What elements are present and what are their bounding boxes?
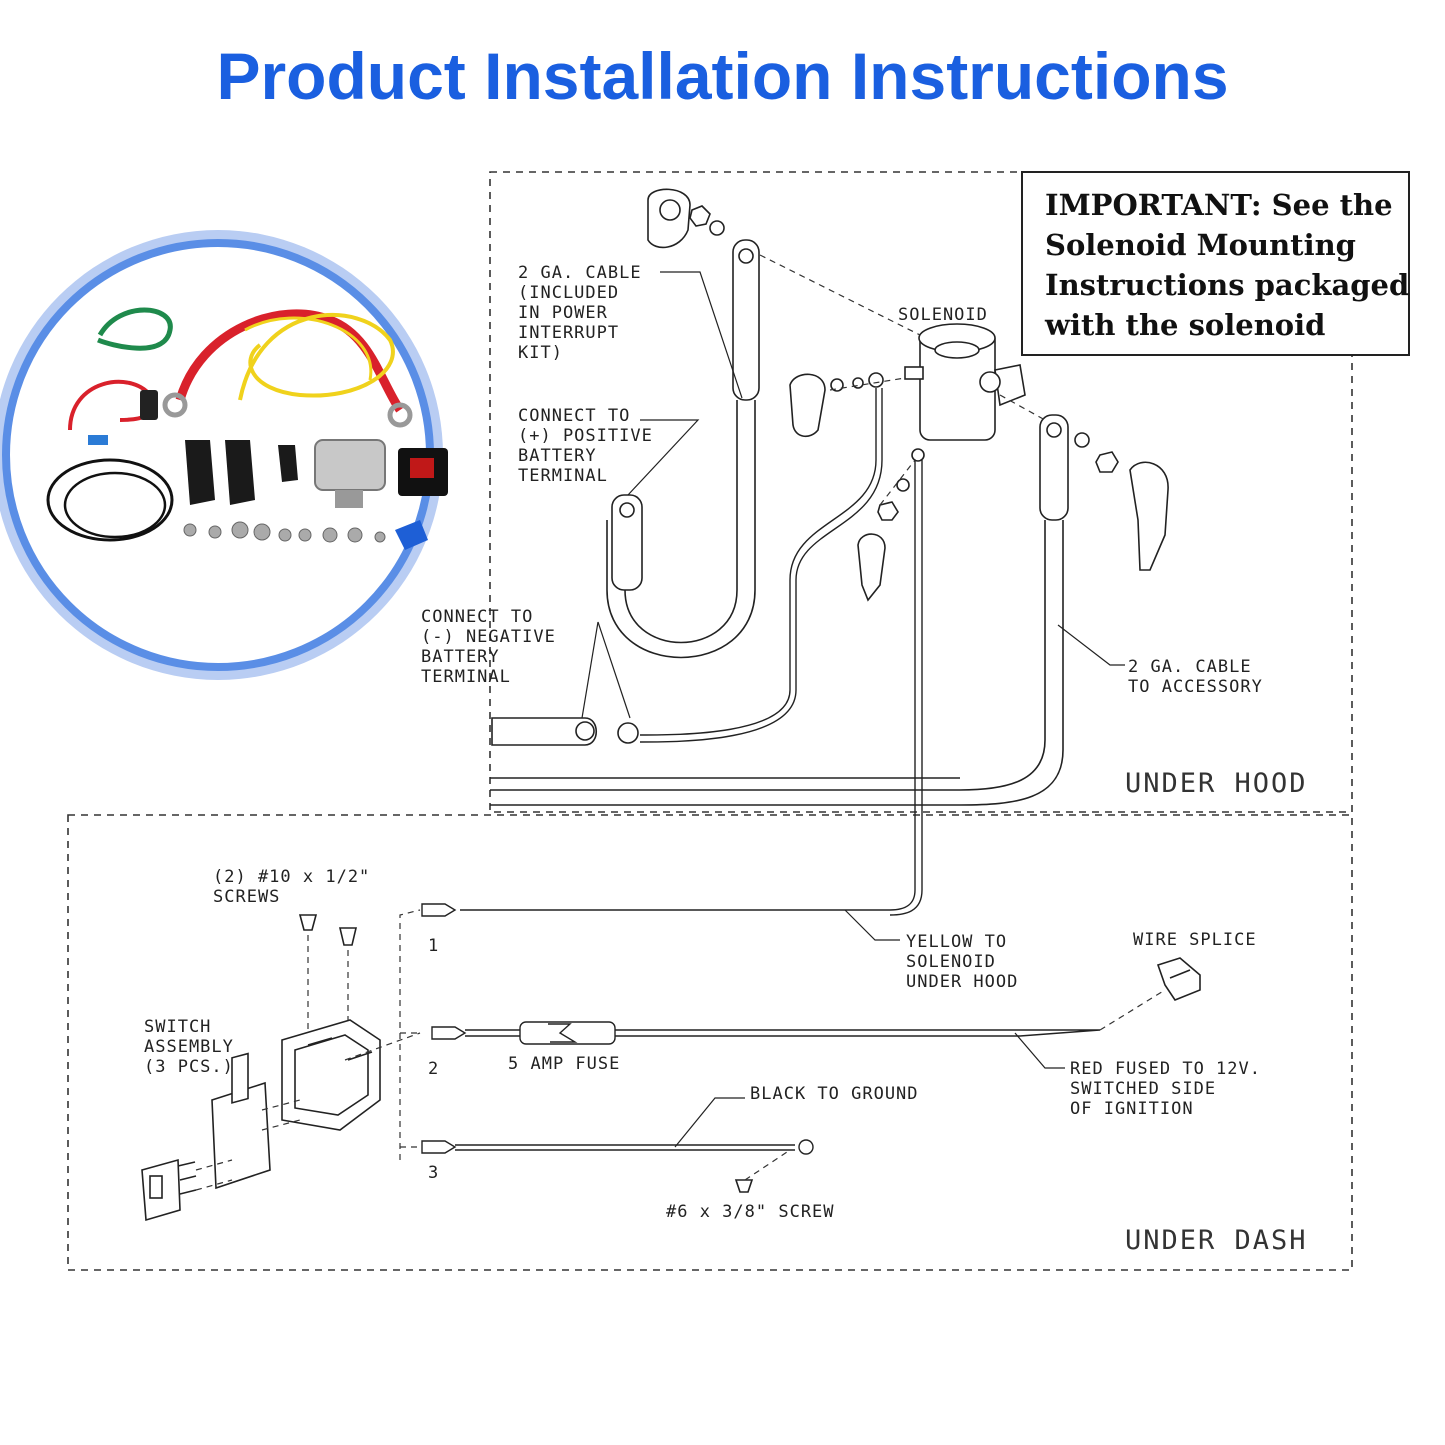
wire-1-yellow xyxy=(421,903,457,917)
top-boot xyxy=(647,188,725,249)
label-fuse: 5 AMP FUSE xyxy=(508,1054,620,1074)
solenoid-terminal-parts xyxy=(857,448,925,602)
label-switch-assembly: SWITCH ASSEMBLY (3 PCS.) xyxy=(144,1017,234,1077)
svg-text:(2) #10 x 1/2": (2) #10 x 1/2" xyxy=(213,867,370,887)
svg-text:SCREWS: SCREWS xyxy=(213,887,280,907)
label-under-hood: UNDER HOOD xyxy=(1125,768,1308,799)
hood-dashed-guides xyxy=(759,254,1046,506)
negative-battery-terminal xyxy=(491,717,598,746)
wire-splice-icon xyxy=(1156,957,1201,1001)
blue-splice-photo xyxy=(395,520,428,550)
svg-text:2 GA. CABLE: 2 GA. CABLE xyxy=(1128,657,1252,677)
wire-number-1: 1 xyxy=(428,936,439,956)
label-cable-included: 2 GA. CABLE (INCLUDED IN POWER INTERRUPT… xyxy=(518,263,642,363)
hood-leaders xyxy=(581,271,1125,719)
svg-text:RED FUSED TO 12V.: RED FUSED TO 12V. xyxy=(1070,1059,1261,1079)
splice-guide xyxy=(1099,989,1166,1031)
green-wire xyxy=(97,307,173,351)
accessory-cable xyxy=(490,414,1069,806)
black-wire xyxy=(46,458,174,542)
label-wire-splice: WIRE SPLICE xyxy=(1133,930,1257,950)
rocker-switch xyxy=(141,1158,197,1222)
important-note-box: IMPORTANT: See the Solenoid Mounting Ins… xyxy=(1021,171,1410,356)
label-under-dash: UNDER DASH xyxy=(1125,1225,1308,1256)
label-connect-negative: CONNECT TO (-) NEGATIVE BATTERY TERMINAL xyxy=(421,607,556,687)
boot-right xyxy=(225,440,255,505)
label-red-fused: RED FUSED TO 12V. SWITCHED SIDE OF IGNIT… xyxy=(1070,1059,1261,1119)
svg-text:IN POWER: IN POWER xyxy=(518,303,608,323)
switch-bezel xyxy=(211,1052,271,1190)
label-solenoid: SOLENOID xyxy=(898,305,988,325)
svg-text:(-) NEGATIVE: (-) NEGATIVE xyxy=(421,627,556,647)
svg-text:CONNECT TO: CONNECT TO xyxy=(518,406,630,426)
under-hood-zone xyxy=(489,171,1353,813)
svg-text:CONNECT TO: CONNECT TO xyxy=(421,607,533,627)
svg-text:(+) POSITIVE: (+) POSITIVE xyxy=(518,426,653,446)
svg-text:UNDER HOOD: UNDER HOOD xyxy=(906,972,1018,992)
elbow-boot-left xyxy=(789,372,884,438)
svg-text:BATTERY: BATTERY xyxy=(421,647,500,667)
label-yellow: YELLOW TO SOLENOID UNDER HOOD xyxy=(906,932,1018,992)
under-dash-zone xyxy=(67,814,1353,1271)
important-line-3: Instructions packaged xyxy=(1045,268,1409,302)
important-line-4: with the solenoid xyxy=(1044,308,1325,342)
svg-text:ASSEMBLY: ASSEMBLY xyxy=(144,1037,234,1057)
svg-text:SOLENOID: SOLENOID xyxy=(906,952,996,972)
svg-text:INTERRUPT: INTERRUPT xyxy=(518,323,619,343)
yellow-wire xyxy=(238,313,395,401)
svg-text:(3 PCS.): (3 PCS.) xyxy=(144,1057,234,1077)
svg-text:2 GA. CABLE: 2 GA. CABLE xyxy=(518,263,642,283)
svg-text:TERMINAL: TERMINAL xyxy=(421,667,511,687)
svg-text:OF IGNITION: OF IGNITION xyxy=(1070,1099,1194,1119)
svg-text:TO ACCESSORY: TO ACCESSORY xyxy=(1128,677,1263,697)
product-photo xyxy=(0,230,448,680)
wire-number-3: 3 xyxy=(428,1163,439,1183)
screw-icons xyxy=(298,914,754,1193)
switch-housing xyxy=(281,1019,381,1131)
positive-cable xyxy=(606,239,760,659)
dash-leaders xyxy=(674,909,1065,1148)
important-line-2: Solenoid Mounting xyxy=(1045,228,1356,262)
svg-text:BATTERY: BATTERY xyxy=(518,446,597,466)
switch-guides xyxy=(195,909,421,1191)
important-line-1: IMPORTANT: See the xyxy=(1045,188,1393,222)
svg-text:SWITCHED SIDE: SWITCHED SIDE xyxy=(1070,1079,1216,1099)
label-screw-small: #6 x 3/8" SCREW xyxy=(666,1202,835,1222)
wire-2-red xyxy=(431,1021,1101,1045)
solenoid xyxy=(904,323,1026,441)
svg-text:SWITCH: SWITCH xyxy=(144,1017,211,1037)
negative-small-wire xyxy=(639,388,877,736)
label-cable-accessory: 2 GA. CABLE TO ACCESSORY xyxy=(1128,657,1263,697)
svg-text:YELLOW TO: YELLOW TO xyxy=(906,932,1007,952)
wire-3-black xyxy=(421,1139,814,1155)
label-connect-positive: CONNECT TO (+) POSITIVE BATTERY TERMINAL xyxy=(518,406,653,486)
label-screws: (2) #10 x 1/2" SCREWS xyxy=(213,867,370,907)
right-boot xyxy=(1074,432,1169,571)
svg-text:KIT): KIT) xyxy=(518,343,563,363)
svg-text:TERMINAL: TERMINAL xyxy=(518,466,608,486)
solenoid-photo xyxy=(314,439,386,491)
label-black-ground: BLACK TO GROUND xyxy=(750,1084,919,1104)
boot-left xyxy=(185,440,215,505)
yellow-wire-run xyxy=(460,460,916,911)
svg-text:(INCLUDED: (INCLUDED xyxy=(518,283,619,303)
wire-number-2: 2 xyxy=(428,1059,439,1079)
page-title: Product Installation Instructions xyxy=(216,39,1229,113)
hardware-row xyxy=(183,521,386,543)
